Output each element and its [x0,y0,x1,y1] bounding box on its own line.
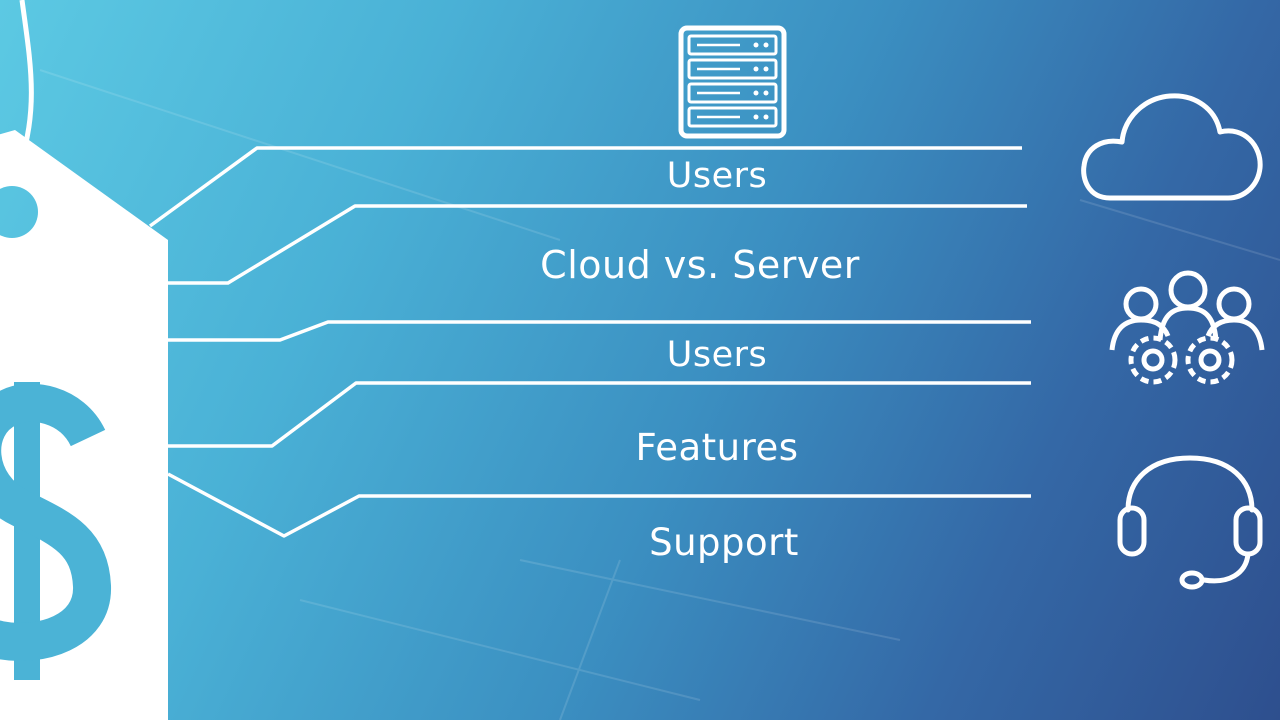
dollar-sign-icon [0,382,111,680]
headset-icon [1117,455,1263,590]
label-features: Features [635,426,799,469]
background-streaks [39,69,1280,720]
team-gears-icon [1109,270,1265,385]
server-rack-icon [678,25,787,139]
label-cloud-vs-server: Cloud vs. Server [540,243,860,287]
connector-line-users-mid [168,320,1031,342]
connector-line-features [168,381,1031,448]
label-users-top: Users [666,156,768,196]
cloud-icon [1081,93,1263,201]
label-support: Support [649,521,799,564]
connector-line-users-top [148,146,1022,228]
connector-line-support [167,472,1031,538]
connector-line-cloud-vs-server [168,204,1027,285]
connector-lines [148,146,1031,538]
label-users-mid: Users [666,335,768,375]
